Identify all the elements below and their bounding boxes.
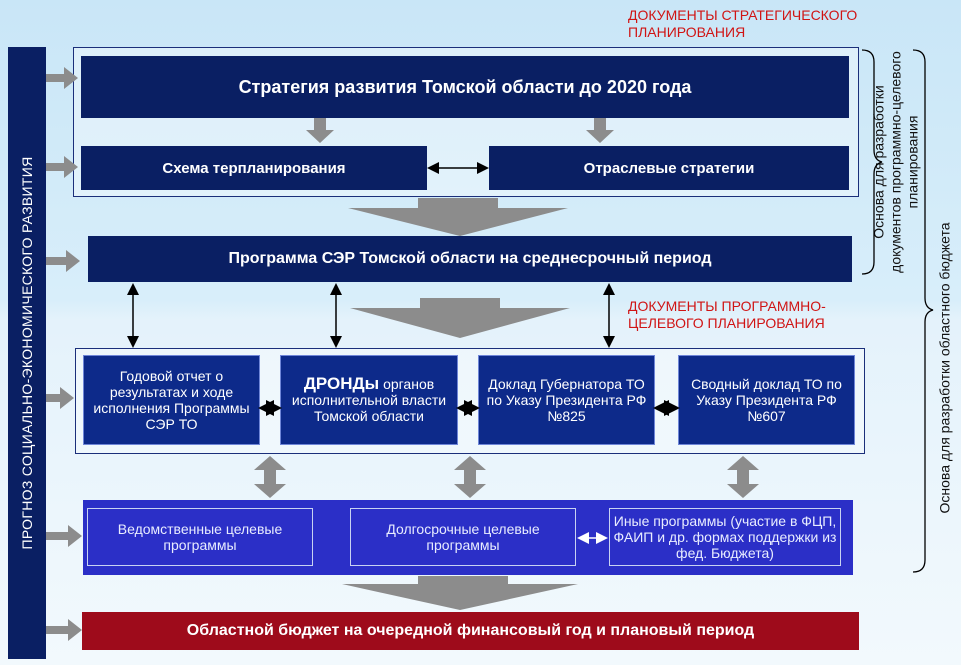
strategic-caption: ДОКУМЕНТЫ СТРАТЕГИЧЕСКОГО ПЛАНИРОВАНИЯ — [628, 7, 858, 40]
updown-arrow-3 — [727, 456, 759, 498]
strategy-label: Стратегия развития Томской области до 20… — [238, 76, 692, 97]
left-arrow-4 — [46, 387, 74, 409]
sector-label: Отраслевые стратегии — [583, 159, 755, 177]
outer-brace — [912, 49, 934, 573]
left-arrow-5 — [46, 525, 82, 547]
sector-strategies-box: Отраслевые стратегии — [489, 146, 849, 190]
updown-arrow-1 — [254, 456, 286, 498]
left-arrow-6 — [46, 619, 82, 641]
budget-label: Областной бюджет на очередной финансовый… — [186, 622, 755, 639]
other-programs-box: Иные программы (участие в ФЦП, ФАИП и др… — [609, 508, 841, 566]
program-ser-label: Программа СЭР Томской области на среднес… — [228, 250, 712, 267]
scheme-label: Схема терпланирования — [162, 159, 346, 177]
summary-report-box: Сводный доклад ТО по Указу Президента РФ… — [678, 355, 855, 445]
annual-report-box: Годовой отчет о результатах и ходе испол… — [83, 355, 260, 445]
departmental-label: Ведомственные целевые программы — [117, 521, 283, 553]
big-arrow-2 — [350, 298, 570, 338]
longterm-programs-box: Долгосрочные целевые программы — [350, 508, 576, 566]
drond-bold: ДРОНДы — [303, 374, 380, 393]
other-programs-label: Иные программы (участие в ФЦП, ФАИП и др… — [613, 513, 837, 561]
big-arrow-3 — [342, 576, 578, 610]
left-arrow-3 — [46, 250, 80, 272]
down-arrow-sector — [586, 118, 614, 143]
program-caption: ДОКУМЕНТЫ ПРОГРАММНО-ЦЕЛЕВОГО ПЛАНИРОВАН… — [628, 298, 826, 331]
annual-report-label: Годовой отчет о результатах и ходе испол… — [93, 368, 250, 432]
big-arrow-1 — [348, 198, 568, 236]
budget-box: Областной бюджет на очередной финансовый… — [82, 612, 859, 650]
drond-box: ДРОНДы органов исполнительной власти Том… — [280, 355, 458, 445]
strategy-box: Стратегия развития Томской области до 20… — [81, 56, 849, 118]
governor-report-label: Доклад Губернатора ТО по Указу Президент… — [486, 376, 647, 424]
updown-arrow-2 — [454, 456, 486, 498]
drond-rest: органов исполнительной власти Томской об… — [291, 376, 447, 424]
inner-brace — [861, 49, 883, 275]
left-arrow-1 — [46, 67, 78, 89]
departmental-programs-box: Ведомственные целевые программы — [87, 508, 313, 566]
scheme-box: Схема терпланирования — [81, 146, 427, 190]
summary-report-label: Сводный доклад ТО по Указу Президента РФ… — [691, 376, 842, 424]
down-arrow-scheme — [306, 118, 334, 143]
longterm-label: Долгосрочные целевые программы — [386, 521, 540, 553]
governor-report-box: Доклад Губернатора ТО по Указу Президент… — [478, 355, 655, 445]
programs-panel — [83, 500, 853, 575]
program-ser-box: Программа СЭР Томской области на среднес… — [88, 236, 852, 282]
forecast-bar: ПРОГНОЗ СОЦИАЛЬНО-ЭКОНОМИЧЕСКОГО РАЗВИТИ… — [8, 47, 46, 659]
left-arrow-2 — [46, 156, 78, 178]
